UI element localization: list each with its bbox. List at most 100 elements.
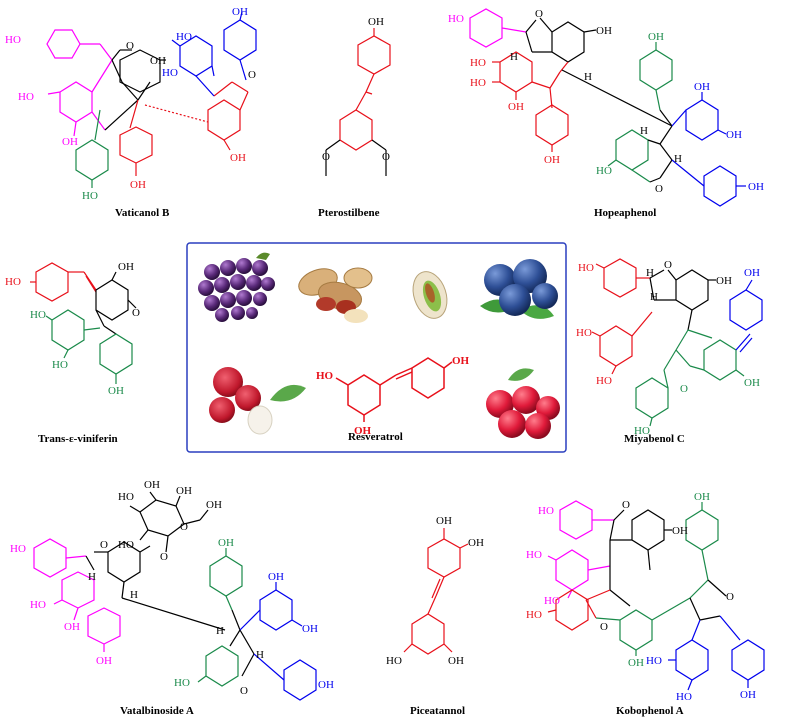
- vatalbinoside-h-4: H: [256, 649, 264, 661]
- vatalbinoside-oh-2: OH: [144, 479, 160, 491]
- kobophenol-oh-7: OH: [694, 491, 710, 503]
- hopeaphenol-oh-2: OH: [596, 25, 612, 37]
- kobophenol-ho-3: HO: [526, 549, 542, 561]
- label-miyabenol-c: Miyabenol C: [624, 433, 685, 445]
- pterostilbene-o-1: O: [322, 151, 330, 163]
- kobophenol-ho-5: HO: [526, 609, 542, 621]
- vatalbinoside-h-1: H: [88, 571, 96, 583]
- label-vaticanol-b: Vaticanol B: [115, 207, 170, 219]
- hopeaphenol-oh-9: OH: [694, 81, 710, 93]
- label-trans-viniferin: Trans-ε-viniferin: [38, 433, 118, 445]
- label-piceatannol: Piceatannol: [410, 705, 465, 717]
- vatalbinoside-oh-12: OH: [268, 571, 284, 583]
- vatalbinoside-ho-7: HO: [30, 599, 46, 611]
- piceatannol-oh-1: OH: [436, 515, 452, 527]
- hopeaphenol-oh-6: OH: [544, 154, 560, 166]
- miyabenol-h-1: H: [646, 267, 654, 279]
- pterostilbene-oh: OH: [368, 16, 384, 28]
- peanuts-icon: [298, 267, 373, 323]
- piceatannol-ho-3: HO: [386, 655, 402, 667]
- viniferin-ho-3: HO: [30, 309, 46, 321]
- hopeaphenol-oh-11: OH: [748, 181, 764, 193]
- viniferin-oh-5: OH: [108, 385, 124, 397]
- vatalbinoside-h-3: H: [216, 625, 224, 637]
- structure-pterostilbene: [325, 28, 391, 176]
- resveratrol-panel: [186, 242, 567, 453]
- label-kobophenol-a: Kobophenol A: [616, 705, 684, 717]
- hopeaphenol-ho-1: HO: [448, 13, 464, 25]
- vaticanol-b-ho-1: HO: [5, 34, 21, 46]
- vatalbinoside-ho-6: HO: [10, 543, 26, 555]
- hopeaphenol-oh-10: OH: [726, 129, 742, 141]
- label-vatalbinoside-a: Vatalbinoside A: [120, 705, 194, 717]
- piceatannol-oh-4: OH: [448, 655, 464, 667]
- vaticanol-b-ho-10: HO: [82, 190, 98, 202]
- structure-vatalbinoside-a: HO OH OH OH HO O O HO O H H HO OH OH OH …: [10, 479, 334, 701]
- blueberries-icon: [480, 259, 558, 319]
- vatalbinoside-oh-10: OH: [218, 537, 234, 549]
- kobophenol-ho-8: HO: [646, 655, 662, 667]
- hopeaphenol-oh-5: OH: [508, 101, 524, 113]
- kobophenol-ho-1: HO: [538, 505, 554, 517]
- kobophenol-oh-2: OH: [672, 525, 688, 537]
- hopeaphenol-h-2: H: [584, 71, 592, 83]
- viniferin-ho-1: HO: [5, 276, 21, 288]
- raspberries-icon: [486, 368, 560, 439]
- structure-vaticanol-b: HO HO OH O OH HO HO OH O OH OH HO: [5, 6, 257, 202]
- miyabenol-o-2: O: [680, 383, 688, 395]
- vatalbinoside-o-3: O: [100, 539, 108, 551]
- miyabenol-ho-1: HO: [578, 262, 594, 274]
- vaticanol-b-oh-9: OH: [130, 179, 146, 191]
- vaticanol-b-o: O: [126, 40, 134, 52]
- vatalbinoside-oh-8: OH: [64, 621, 80, 633]
- vaticanol-b-oh-4: OH: [150, 55, 166, 67]
- miyabenol-oh-7: OH: [744, 267, 760, 279]
- hopeaphenol-h-3: H: [640, 125, 648, 137]
- vaticanol-b-ho-2: HO: [18, 91, 34, 103]
- vatalbinoside-oh-3: OH: [176, 485, 192, 497]
- miyabenol-h-2: H: [650, 291, 658, 303]
- pistachio-icon: [412, 271, 448, 319]
- resveratrol-oh-2: OH: [354, 425, 372, 437]
- vatalbinoside-h-2: H: [130, 589, 138, 601]
- kobophenol-o-1: O: [622, 499, 630, 511]
- miyabenol-ho-4: HO: [596, 375, 612, 387]
- kobophenol-ho-4: HO: [544, 595, 560, 607]
- vatalbinoside-ho-1: HO: [118, 491, 134, 503]
- resveratrol-ho-1: HO: [316, 370, 334, 382]
- hopeaphenol-oh-7: OH: [648, 31, 664, 43]
- viniferin-o: O: [132, 307, 140, 319]
- vatalbinoside-ho-11: HO: [174, 677, 190, 689]
- kobophenol-ho-9: HO: [676, 691, 692, 703]
- vaticanol-b-oh-7: OH: [232, 6, 248, 18]
- vatalbinoside-oh-13: OH: [302, 623, 318, 635]
- miyabenol-ho-5: HO: [634, 425, 650, 437]
- hopeaphenol-o-2: O: [655, 183, 663, 195]
- kobophenol-o-3: O: [726, 591, 734, 603]
- hopeaphenol-h-4: H: [674, 153, 682, 165]
- resveratrol-oh-3: OH: [452, 355, 470, 367]
- piceatannol-oh-2: OH: [468, 537, 484, 549]
- hopeaphenol-h-1: H: [510, 51, 518, 63]
- kobophenol-oh-10: OH: [740, 689, 756, 701]
- miyabenol-oh-2: OH: [716, 275, 732, 287]
- vatalbinoside-oh-4: OH: [206, 499, 222, 511]
- label-pterostilbene: Pterostilbene: [318, 207, 380, 219]
- miyabenol-o-1: O: [664, 259, 672, 271]
- vaticanol-b-oh-8: OH: [230, 152, 246, 164]
- vatalbinoside-oh-14: OH: [318, 679, 334, 691]
- vaticanol-b-o-2: O: [248, 69, 256, 81]
- label-resveratrol: Resveratrol: [348, 431, 403, 443]
- vaticanol-b-oh-3: OH: [62, 136, 78, 148]
- hopeaphenol-ho-4: HO: [470, 77, 486, 89]
- structure-trans-viniferin: HO OH O HO HO OH: [5, 261, 140, 397]
- vatalbinoside-oh-9: OH: [96, 655, 112, 667]
- structure-resveratrol: [335, 357, 453, 422]
- pterostilbene-o-2: O: [382, 151, 390, 163]
- structure-kobophenol-a: HO O OH HO HO HO O OH OH O HO HO OH: [526, 491, 765, 703]
- vatalbinoside-o-4: O: [240, 685, 248, 697]
- vatalbinoside-o-1: O: [180, 521, 188, 533]
- vaticanol-b-ho-6: HO: [162, 67, 178, 79]
- structure-miyabenol-c: HO O H H OH HO HO O HO OH OH: [576, 258, 763, 437]
